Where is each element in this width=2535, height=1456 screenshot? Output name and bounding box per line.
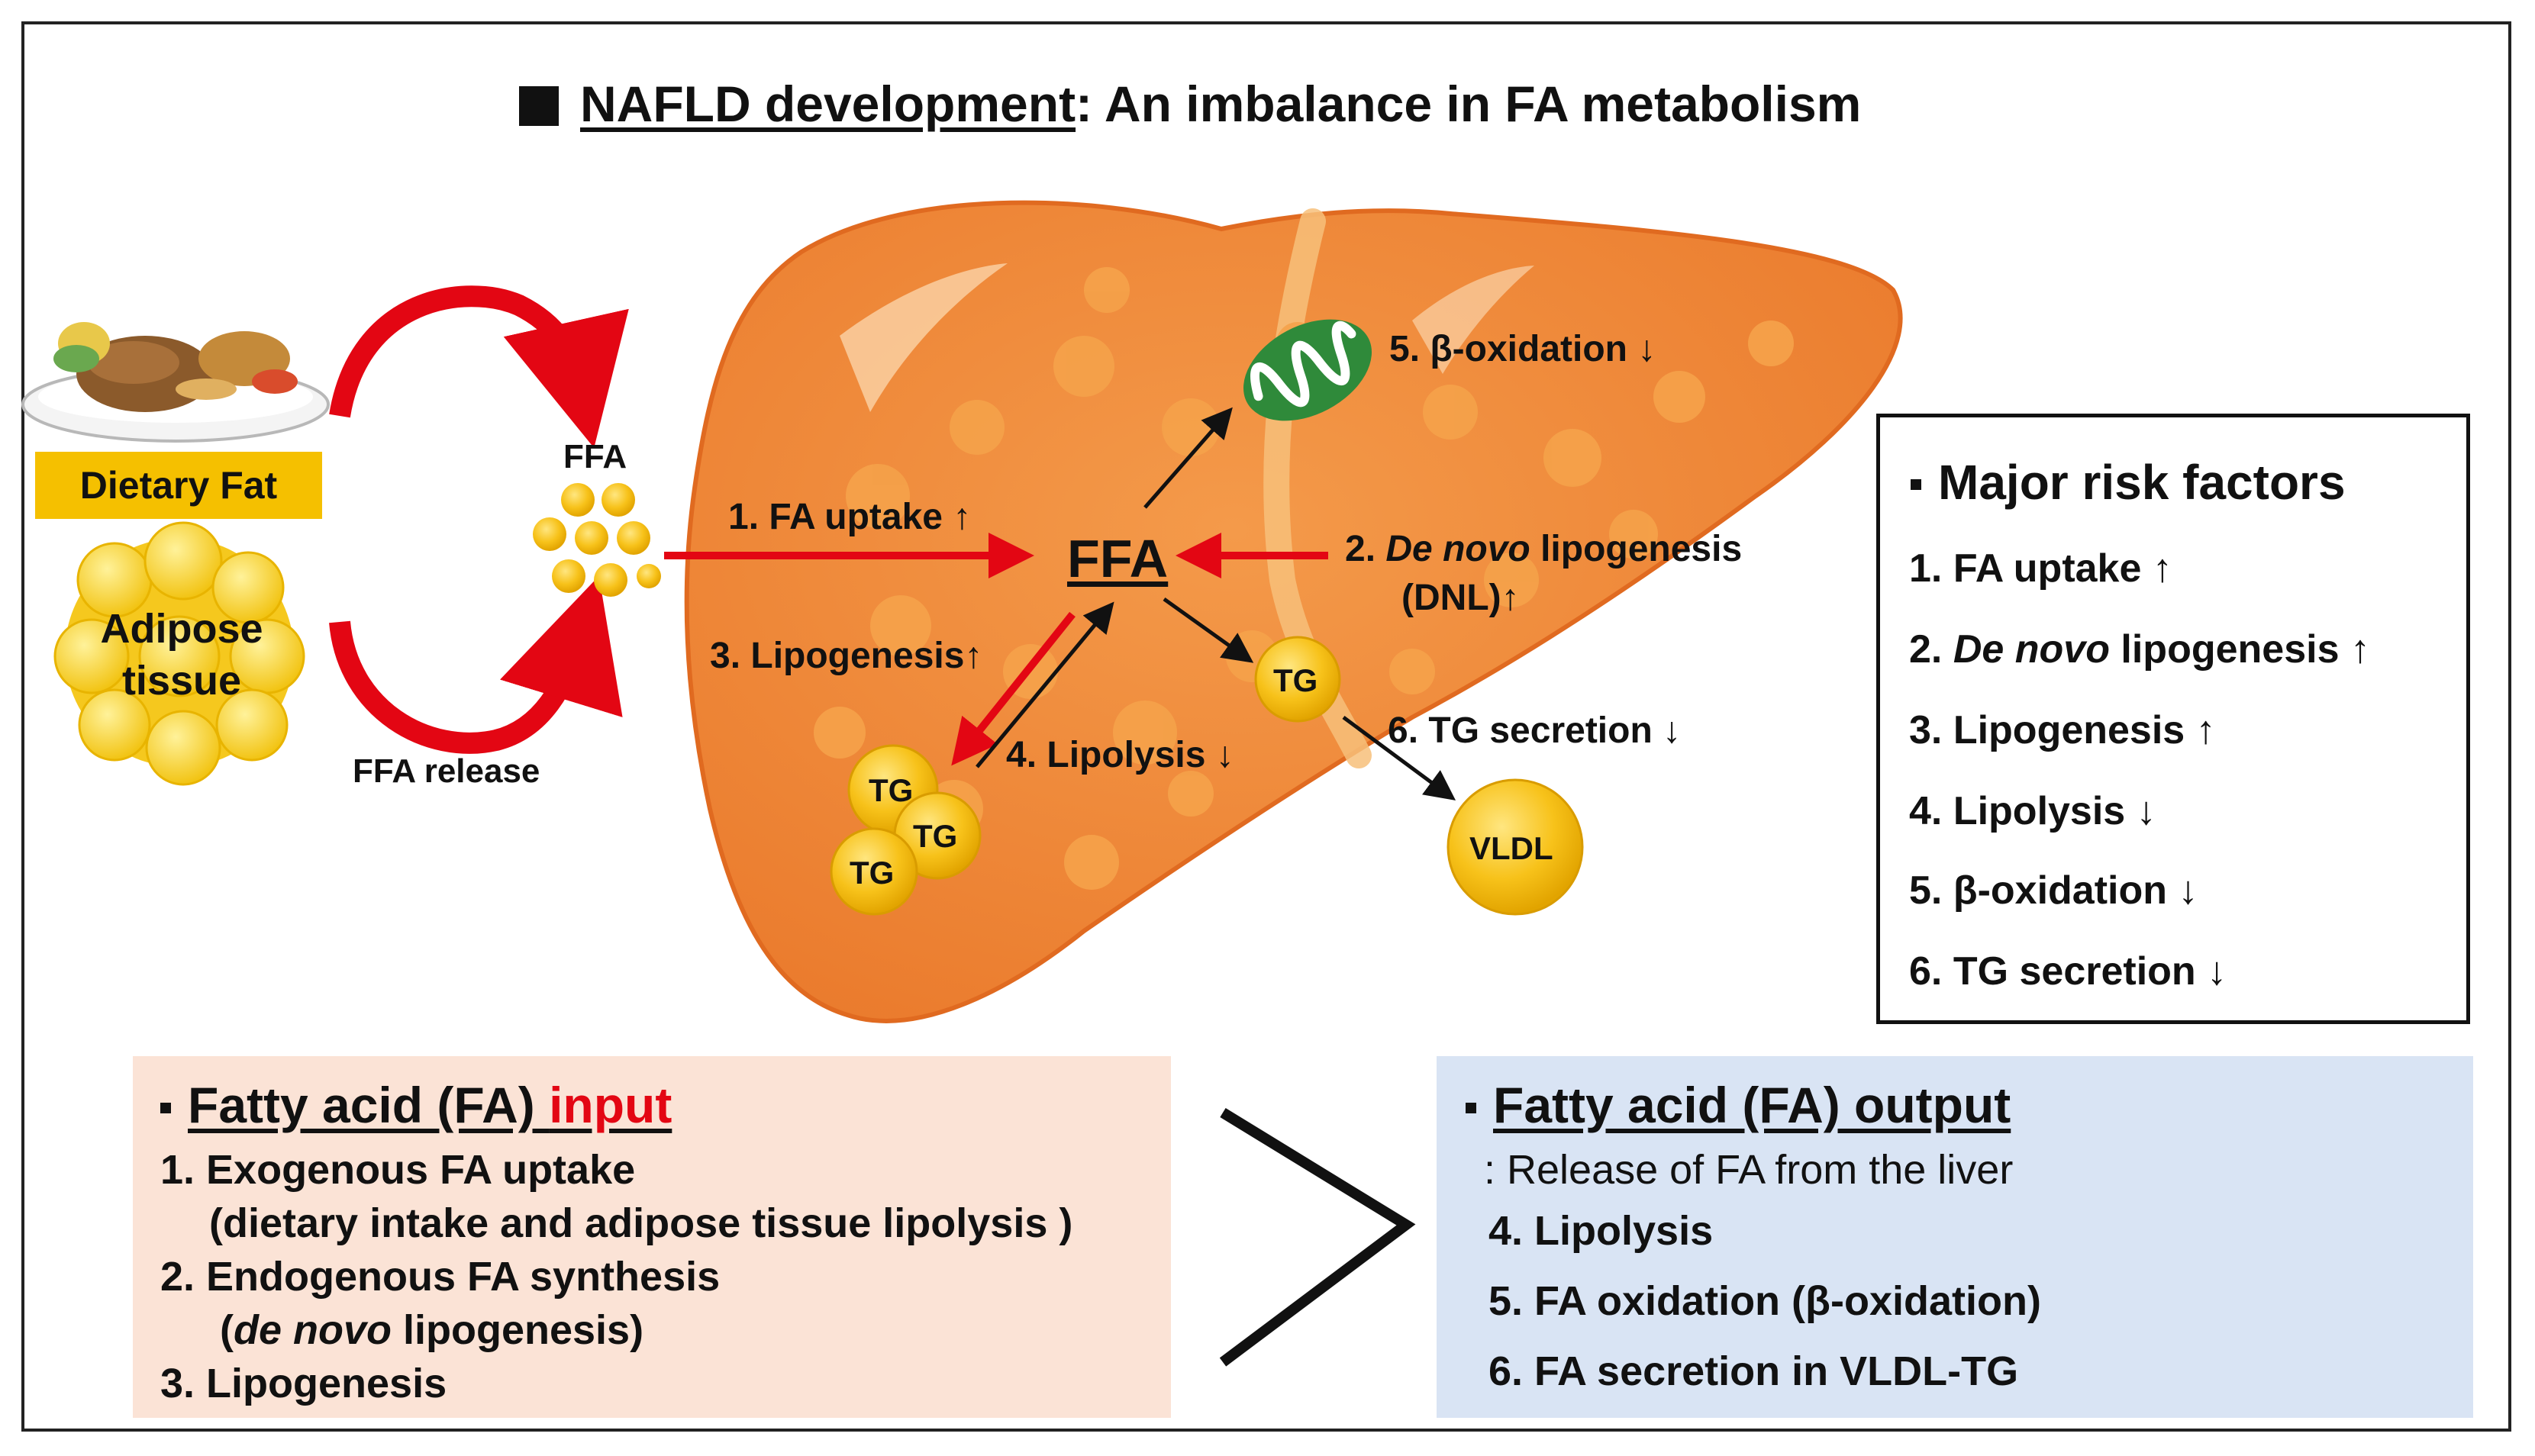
title-rest: : An imbalance in FA metabolism [1076, 76, 1862, 132]
risk-factors-box: Major risk factors 1. FA uptake ↑ 2. De … [1876, 414, 2470, 1024]
tg-label-1: TG [869, 772, 914, 808]
adipose-label-line2: tissue [121, 658, 242, 704]
vldl-droplet [1446, 778, 1584, 916]
bullet-icon [1466, 1103, 1476, 1113]
dietary-fat-label: Dietary Fat [35, 452, 322, 519]
dnl-abbr-label: (DNL)↑ [1401, 578, 1520, 618]
fa-output-heading: Fatty acid (FA) output [1466, 1076, 2011, 1134]
title-square-icon [519, 86, 559, 126]
fa-input-line4: (de novo lipogenesis) [220, 1307, 644, 1353]
fa-output-box: Fatty acid (FA) output : Release of FA f… [1437, 1056, 2473, 1418]
page-title: NAFLD development: An imbalance in FA me… [519, 75, 1861, 133]
ffa-cycle-arrows [329, 285, 629, 754]
adipose-label-line1: Adipose [100, 606, 263, 652]
lipogenesis-arrow [951, 611, 1076, 766]
lipolysis-label: 4. Lipolysis ↓ [1006, 735, 1234, 775]
fa-output-line1: 4. Lipolysis [1488, 1208, 1714, 1254]
fa-output-line2: 5. FA oxidation (β-oxidation) [1488, 1278, 2041, 1324]
tg-droplets [830, 636, 1584, 916]
ffa-release-label: FFA release [353, 752, 540, 790]
ffa-label-left: FFA [563, 438, 627, 475]
greater-than-symbol [1219, 1108, 1416, 1367]
ffa-droplet-cluster [533, 483, 661, 597]
fa-input-line5: 3. Lipogenesis [160, 1361, 447, 1406]
risk-item-3: 3. Lipogenesis ↑ [1909, 708, 2216, 752]
lipogenesis-label: 3. Lipogenesis↑ [710, 636, 983, 676]
fa-input-line3: 2. Endogenous FA synthesis [160, 1254, 721, 1300]
fa-output-subtitle: : Release of FA from the liver [1484, 1147, 2014, 1193]
title-main: NAFLD development [580, 76, 1076, 132]
food-icon [21, 322, 330, 443]
bullet-icon [160, 1103, 171, 1113]
fa-input-line1: 1. Exogenous FA uptake [160, 1147, 636, 1193]
fa-input-box: Fatty acid (FA) input 1. Exogenous FA up… [133, 1056, 1171, 1418]
fa-output-line3: 6. FA secretion in VLDL-TG [1488, 1348, 2019, 1394]
risk-factors-heading: Major risk factors [1911, 454, 2346, 511]
tg-label-2: TG [913, 818, 958, 854]
fa-input-line2: (dietary intake and adipose tissue lipol… [209, 1200, 1073, 1246]
tg-secretion-label: 6. TG secretion ↓ [1388, 710, 1682, 751]
beta-oxidation-arrow [1143, 407, 1233, 509]
fa-uptake-label: 1. FA uptake ↑ [728, 497, 972, 537]
adipose-tissue-icon [53, 521, 305, 786]
tg-secretion-arrow [1342, 715, 1456, 800]
ffa-to-tg-arrow [1163, 597, 1254, 663]
tg-droplet-3 [830, 827, 918, 916]
beta-oxidation-label: 5. β-oxidation ↓ [1389, 329, 1656, 369]
bullet-icon [1911, 479, 1921, 490]
risk-item-2: 2. De novo lipogenesis ↑ [1909, 627, 2370, 672]
adipose-tissue-label: Adipose tissue [98, 603, 266, 707]
risk-item-5: 5. β-oxidation ↓ [1909, 868, 2198, 913]
vldl-label: VLDL [1469, 830, 1553, 866]
risk-item-1: 1. FA uptake ↑ [1909, 546, 2172, 591]
tg-label-center: TG [1273, 662, 1318, 698]
tg-droplet-center [1254, 636, 1341, 723]
diagram-frame [21, 21, 2511, 1432]
tg-label-3: TG [850, 855, 895, 891]
ffa-center-label: FFA [1067, 529, 1169, 588]
risk-item-6: 6. TG secretion ↓ [1909, 949, 2227, 994]
risk-item-4: 4. Lipolysis ↓ [1909, 789, 2156, 833]
dnl-label: 2. De novo lipogenesis [1345, 529, 1743, 569]
fa-input-heading: Fatty acid (FA) input [160, 1076, 672, 1134]
lipolysis-arrow [976, 601, 1114, 768]
mitochondrion-icon [1243, 319, 1372, 421]
